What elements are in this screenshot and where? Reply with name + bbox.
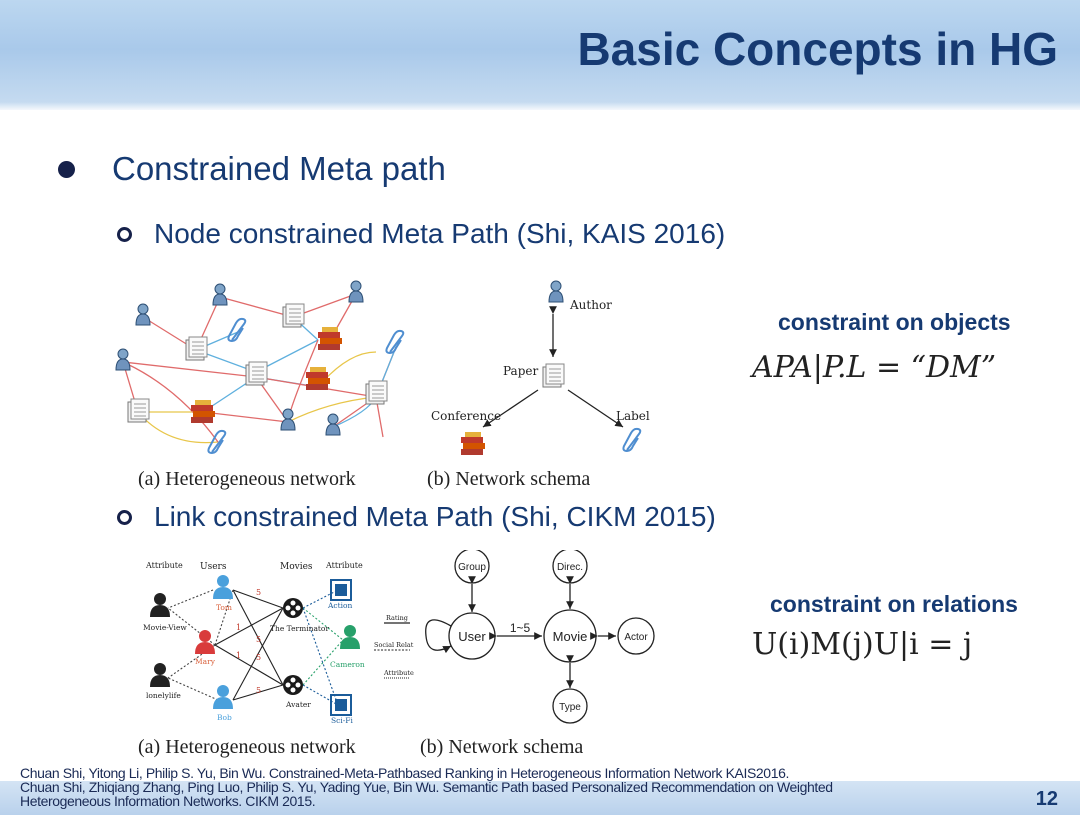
movie-view-label: Movie-View — [143, 623, 187, 632]
paper-node-icon — [365, 380, 388, 405]
references: Chuan Shi, Yitong Li, Philip S. Yu, Bin … — [20, 766, 1010, 808]
net-movies-label: Movies — [280, 562, 313, 572]
direc-label: Direc. — [557, 562, 583, 573]
net-attribute-right: Attribute — [325, 561, 363, 570]
net-users-label: Users — [200, 562, 227, 572]
schema-author-label: Author — [569, 298, 612, 312]
scifi-label: Sci-Fi — [331, 716, 353, 725]
lonelylife-label: lonelylife — [146, 691, 181, 700]
type-label: Type — [559, 702, 581, 713]
sub-bullet-node: Node constrained Meta Path (Shi, KAIS 20… — [117, 218, 725, 250]
movie-reel-icon — [283, 598, 303, 618]
actor-node — [617, 617, 655, 655]
net-attribute-left: Attribute — [145, 561, 183, 570]
constraint-objects-label: constraint on objects — [778, 309, 1011, 335]
legend-social: Social Relat — [374, 641, 414, 649]
genre-icon — [330, 579, 352, 601]
reference-2: Chuan Shi, Zhiqiang Zhang, Ping Luo, Phi… — [20, 779, 833, 795]
label-icon — [622, 427, 642, 452]
group-label: Group — [458, 562, 486, 573]
main-bullet: Constrained Meta path — [58, 150, 446, 188]
fig1-caption-b: (b) Network schema — [427, 468, 591, 490]
constraint-relations-formula: U(i)M(j)U|i = j — [752, 627, 973, 662]
conference-node-icon — [306, 367, 330, 390]
action-label: Action — [327, 601, 353, 610]
figure-node-constrained: Author Paper Conference Label — [115, 280, 650, 455]
terminator-label: The Terminator — [270, 624, 329, 633]
network-schema-2 — [425, 550, 655, 724]
director-icon — [340, 625, 360, 649]
schema-label-label: Label — [616, 409, 650, 423]
schema-conference-label: Conference — [431, 409, 501, 423]
legend-rating: Rating — [386, 614, 408, 622]
author-node-icon — [212, 283, 228, 306]
edge-weight: 5 — [256, 686, 261, 695]
edge-weight: 5 — [256, 635, 261, 644]
figure-link-constrained: Attribute Users Movies Attribute 5 1 5 1… — [143, 550, 655, 725]
sub-bullet-node-text: Node constrained Meta Path (Shi, KAIS 20… — [154, 218, 726, 249]
author-node-icon — [135, 303, 151, 326]
conference-node-icon — [318, 327, 342, 350]
fig1-caption-a: (a) Heterogeneous network — [138, 468, 356, 490]
user-label: User — [458, 629, 486, 644]
user-bob-icon — [213, 685, 233, 709]
cameron-label: Cameron — [330, 660, 365, 669]
bullet-dot-icon — [58, 160, 75, 178]
bullet-ring-icon — [117, 226, 132, 242]
edge-weight: 5 — [256, 588, 261, 597]
paper-node-icon — [282, 303, 305, 328]
main-bullet-text: Constrained Meta path — [112, 150, 446, 187]
attribute-user-icon — [150, 593, 170, 617]
attribute-user-icon — [150, 663, 170, 687]
label-node-icon — [385, 329, 405, 354]
label-node-icon — [227, 317, 247, 342]
actor-label: Actor — [624, 632, 648, 643]
network-schema-1: Author Paper Conference Label — [431, 280, 650, 455]
constraint-objects-formula: APA|P.L = “DM” — [752, 350, 997, 385]
sub-bullet-link: Link constrained Meta Path (Shi, CIKM 20… — [117, 501, 716, 533]
footer-band — [0, 781, 1080, 815]
conference-node-icon — [191, 400, 215, 423]
edge-weight: 5 — [256, 653, 261, 662]
fig2-caption-a: (a) Heterogeneous network — [138, 736, 356, 758]
author-icon — [548, 280, 564, 303]
genre-icon — [330, 694, 352, 716]
paper-node-icon — [127, 398, 150, 423]
sub-bullet-link-text: Link constrained Meta Path (Shi, CIKM 20… — [154, 501, 716, 532]
conference-icon — [461, 432, 485, 455]
paper-node-icon — [185, 336, 208, 361]
bullet-ring-icon — [117, 509, 132, 525]
legend-attribute: Attribute — [383, 669, 414, 677]
constraint-relations-label: constraint on relations — [770, 591, 1018, 617]
edge-weight: 1 — [236, 651, 241, 660]
avater-label: Avater — [285, 700, 311, 709]
bob-label: Bob — [217, 713, 232, 722]
fig2-caption-b: (b) Network schema — [420, 736, 584, 758]
mary-label: Mary — [195, 657, 216, 666]
reference-3: Heterogeneous Information Networks. CIKM… — [20, 793, 316, 809]
movie-reel-icon — [283, 675, 303, 695]
author-node-icon — [348, 280, 364, 303]
movie-label: Movie — [553, 629, 588, 644]
paper-node-icon — [245, 361, 268, 386]
slide-title: Basic Concepts in HG — [577, 23, 1058, 75]
author-node-icon — [115, 348, 131, 371]
user-tom-icon — [213, 575, 233, 599]
reference-1: Chuan Shi, Yitong Li, Philip S. Yu, Bin … — [20, 765, 789, 781]
edge-range-label: 1~5 — [510, 621, 531, 635]
schema-paper-label: Paper — [503, 364, 538, 378]
title-banner: Basic Concepts in HG — [0, 0, 1080, 110]
network-nodes — [115, 280, 405, 454]
paper-icon — [542, 363, 565, 388]
page-number: 12 — [1035, 788, 1058, 810]
tom-label: Tom — [216, 603, 232, 612]
edge-weight: 1 — [236, 623, 241, 632]
edge-legend: Rating Social Relat Attribute — [374, 614, 414, 679]
type-node — [552, 688, 588, 724]
